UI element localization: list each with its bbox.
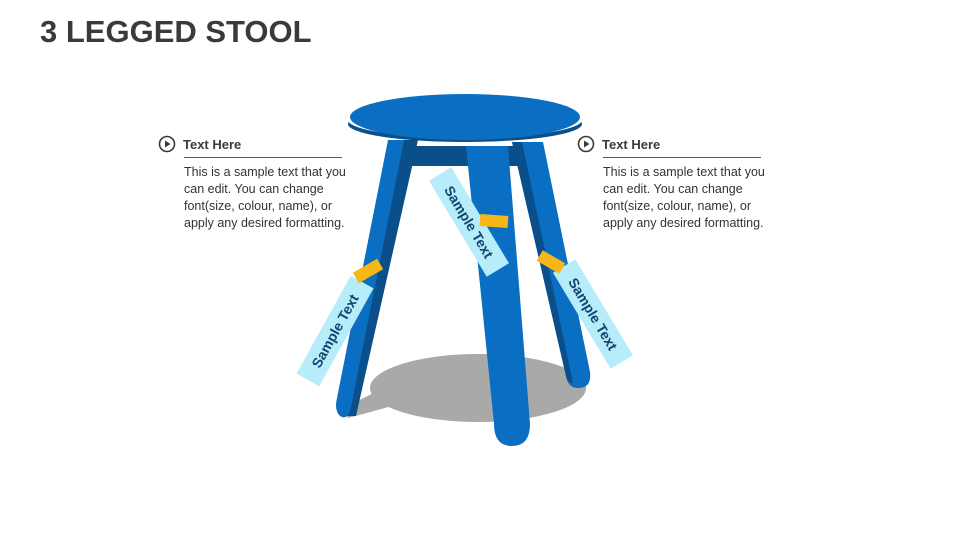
stool-seat-top <box>350 94 580 140</box>
callout-left-heading: Text Here <box>183 136 242 152</box>
callout-left: Text Here This is a sample text that you… <box>158 134 358 232</box>
tape-center-icon <box>479 214 509 228</box>
callout-right: Text Here This is a sample text that you… <box>577 134 777 232</box>
callout-left-divider <box>184 157 342 158</box>
tape-left-icon <box>352 258 384 284</box>
callout-right-body: This is a sample text that you can edit.… <box>603 165 765 230</box>
callout-left-header: Text Here <box>158 134 358 154</box>
stool-shadow <box>370 354 586 422</box>
slide-title: 3 LEGGED STOOL <box>40 14 312 49</box>
play-circle-icon <box>577 135 595 153</box>
tape-right-icon <box>536 250 566 274</box>
play-circle-icon <box>158 135 176 153</box>
callout-right-divider <box>603 157 761 158</box>
callout-right-heading: Text Here <box>602 136 661 152</box>
callout-left-body: This is a sample text that you can edit.… <box>184 165 346 230</box>
stool-leg-left <box>336 140 404 418</box>
callout-right-header: Text Here <box>577 134 777 154</box>
